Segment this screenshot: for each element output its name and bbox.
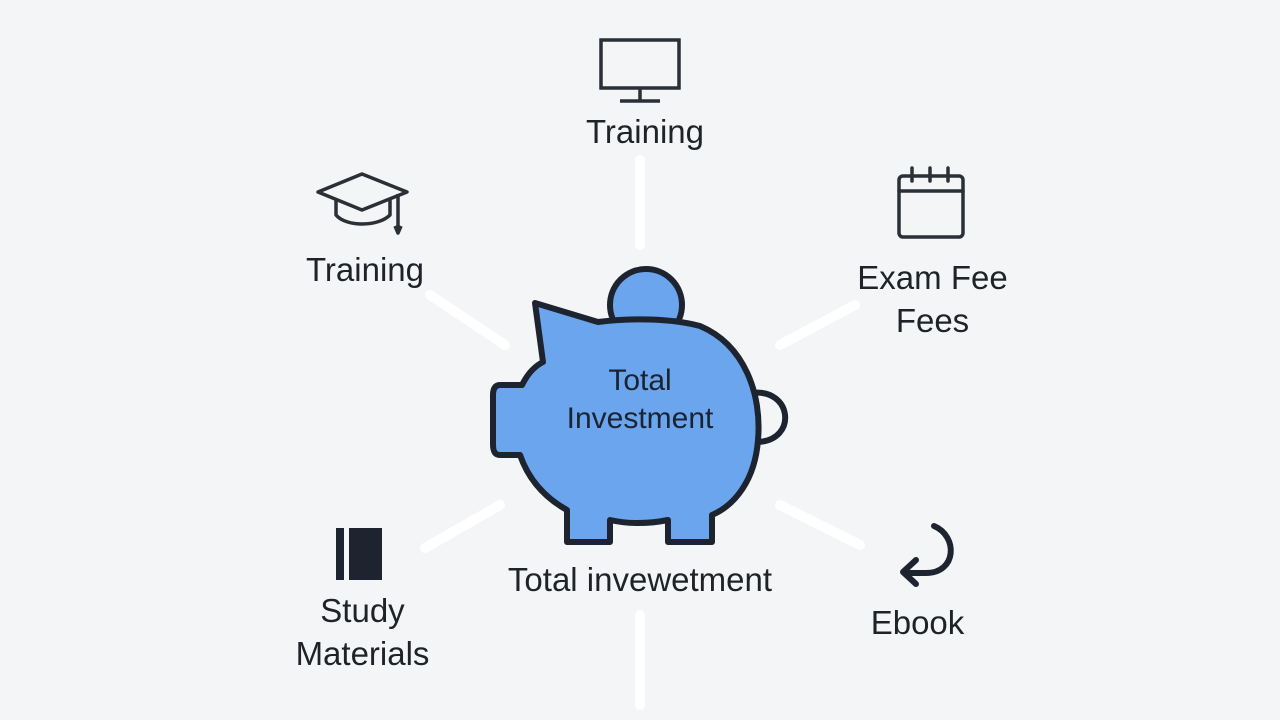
node-bottom-left-label-line1: Study bbox=[320, 592, 405, 629]
center-label: Total Investment bbox=[535, 362, 745, 437]
connector-bottom-left bbox=[420, 500, 505, 553]
node-bottom-left-label-line2: Materials bbox=[295, 634, 430, 672]
node-left-label: Training bbox=[306, 251, 424, 288]
return-arrow-icon bbox=[900, 523, 954, 587]
connectors bbox=[420, 155, 865, 710]
connector-right bbox=[775, 300, 860, 350]
center-label-line1: Total bbox=[608, 364, 672, 397]
graduation-cap-icon bbox=[316, 172, 409, 235]
book-icon bbox=[336, 528, 382, 580]
center-label-line2: Investment bbox=[566, 401, 714, 435]
calendar-icon bbox=[897, 166, 965, 239]
node-bottom-left-label: Study Materials bbox=[255, 590, 470, 676]
node-right-label: Exam Fee Fees bbox=[830, 257, 1035, 343]
piggy-tail bbox=[749, 389, 788, 445]
node-right-label-line2: Fees bbox=[895, 301, 970, 339]
node-right-label-line1: Exam Fee bbox=[857, 259, 1008, 296]
connector-left bbox=[425, 290, 510, 350]
node-bottom-right-label: Ebook bbox=[870, 604, 965, 641]
node-top-label: Training bbox=[586, 113, 704, 150]
piggy-body bbox=[490, 300, 762, 545]
connector-bottom-right bbox=[775, 500, 865, 550]
monitor-icon bbox=[599, 38, 681, 103]
node-bottom-label: Total invewetment bbox=[507, 561, 773, 598]
piggy-bank-icon bbox=[490, 266, 788, 545]
